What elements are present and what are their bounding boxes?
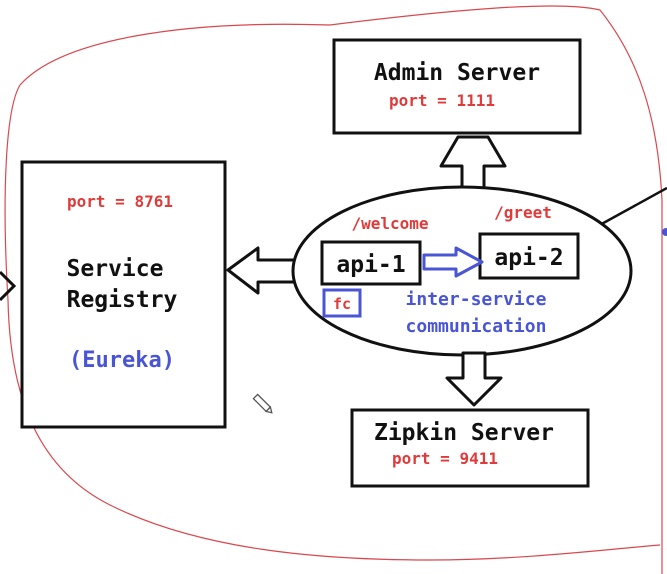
- admin-server-title: Admin Server: [374, 60, 540, 86]
- communication-line1: inter-service: [406, 289, 547, 310]
- api1-node: api-1: [320, 240, 422, 286]
- zipkin-server-title: Zipkin Server: [374, 420, 554, 446]
- external-connector-dot: [662, 228, 667, 236]
- service-registry-title-line2: Registry: [67, 287, 178, 313]
- api1-label: api-1: [336, 252, 405, 278]
- feign-client-label: fc: [333, 295, 351, 313]
- service-registry-title-line1: Service: [67, 256, 164, 282]
- zipkin-server-node: Zipkin Server port = 9411: [350, 408, 590, 488]
- api1-path: /welcome: [351, 214, 428, 233]
- service-registry-node: port = 8761 Service Registry (Eureka): [20, 160, 227, 429]
- arrow-to-zipkin: [445, 351, 503, 407]
- left-incoming-arrow: [0, 270, 17, 302]
- api2-node: api-2: [478, 232, 580, 280]
- arrow-to-registry: [226, 246, 298, 295]
- pencil-icon: [252, 393, 273, 414]
- admin-server-node: Admin Server port = 1111: [332, 38, 582, 135]
- communication-line2: communication: [406, 316, 547, 337]
- api2-label: api-2: [494, 245, 563, 271]
- service-registry-port: port = 8761: [67, 192, 173, 211]
- arrow-to-admin: [439, 135, 507, 196]
- api2-path: /greet: [494, 203, 552, 222]
- boundary-outline: [4, 5, 663, 574]
- feign-client-badge: fc: [322, 288, 362, 318]
- service-registry-subtitle: (Eureka): [69, 348, 175, 373]
- inter-service-arrow: [422, 246, 484, 278]
- zipkin-server-port: port = 9411: [392, 449, 498, 468]
- admin-server-port: port = 1111: [389, 91, 495, 110]
